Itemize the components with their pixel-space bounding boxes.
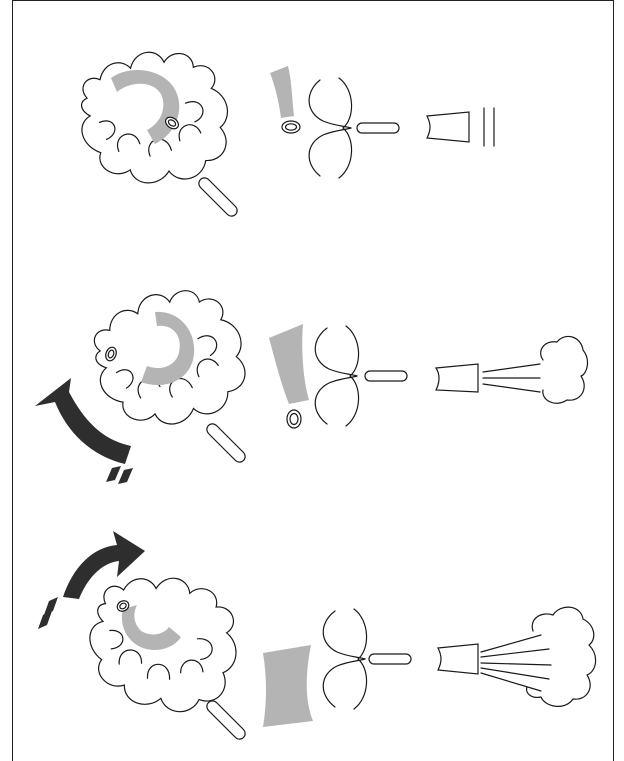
spray-icon xyxy=(483,107,495,147)
indicator-arc-icon xyxy=(263,645,313,727)
handle-icon xyxy=(198,177,238,217)
spray-icon xyxy=(482,335,589,404)
valve-icon xyxy=(308,77,353,179)
marker-dot-icon xyxy=(105,346,117,362)
rotation-arrow-icon xyxy=(38,531,145,629)
handle-icon xyxy=(206,700,246,740)
marker-dot-icon xyxy=(281,120,301,134)
frame-left-border xyxy=(12,0,13,761)
tube-icon xyxy=(368,653,412,665)
step-1-panel xyxy=(81,51,495,217)
indicator-arc-icon xyxy=(141,311,195,386)
nozzle-icon xyxy=(434,363,479,393)
marker-dot-icon xyxy=(286,409,302,429)
rotation-arrow-icon xyxy=(35,378,133,484)
frame-top-border xyxy=(12,0,613,1)
tube-icon xyxy=(364,370,408,382)
knob-icon xyxy=(93,290,246,425)
valve-icon xyxy=(314,325,360,427)
indicator-arc-icon xyxy=(111,70,180,144)
marker-dot-icon xyxy=(116,600,130,612)
handle-icon xyxy=(206,423,246,463)
step-2-panel xyxy=(35,290,589,484)
tube-icon xyxy=(356,122,400,134)
spray-icon xyxy=(480,606,597,707)
frame-right-border xyxy=(613,0,614,761)
nozzle-icon xyxy=(426,111,470,143)
indicator-arc-icon xyxy=(121,605,181,650)
step-3-panel xyxy=(38,531,597,740)
indicator-arc-icon xyxy=(270,66,294,118)
nozzle-icon xyxy=(437,643,479,675)
valve-icon xyxy=(322,608,368,710)
indicator-arc-icon xyxy=(269,324,309,404)
knob-icon xyxy=(81,51,229,184)
